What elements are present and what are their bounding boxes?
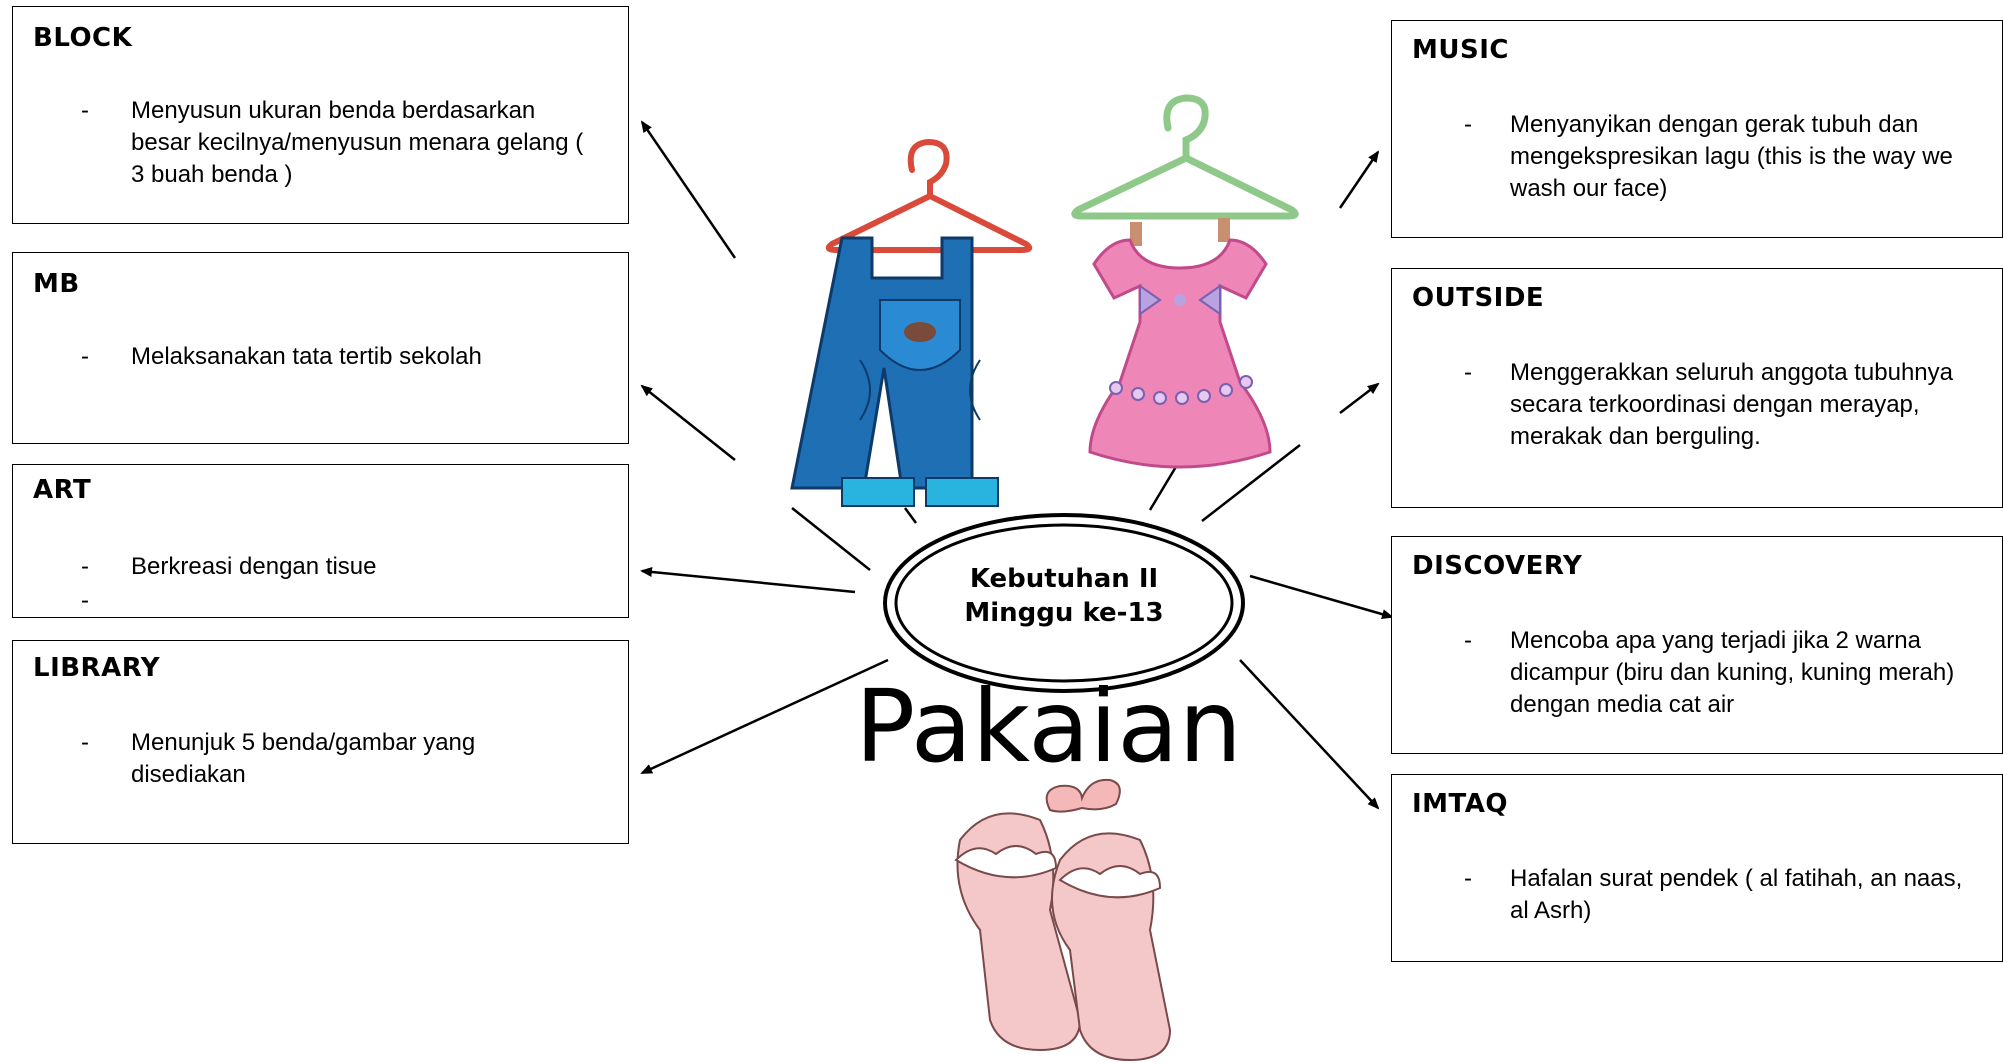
box-library-item: Menunjuk 5 benda/gambar yang disediakan: [131, 729, 476, 788]
bullet-dash: -: [1464, 359, 1472, 386]
box-art-item: Berkreasi dengan tisue: [131, 553, 377, 580]
box-music-title: MUSIC: [1412, 35, 1509, 65]
dress-hanger-icon: [1071, 94, 1299, 469]
box-music-item: Menyanyikan dengan gerak tubuh dan menge…: [1510, 111, 1953, 202]
bullet-dash: -: [81, 729, 89, 756]
line-to-ellipse-left: [791, 507, 871, 571]
box-discovery-title: DISCOVERY: [1412, 551, 1583, 581]
arrow-to-imtaq: [1239, 659, 1380, 810]
box-imtaq-title: IMTAQ: [1412, 789, 1508, 819]
baby-booties-icon: [954, 778, 1172, 1062]
box-art: ART - Berkreasi dengan tisue -: [12, 464, 629, 618]
line-from-overalls-to-ellipse: [903, 507, 918, 524]
overalls-hanger-icon: [790, 138, 1033, 507]
box-outside-title: OUTSIDE: [1412, 283, 1545, 313]
box-library-title: LIBRARY: [33, 653, 161, 683]
center-line2: Minggu ke-13: [964, 598, 1164, 628]
bullet-dash-empty: -: [81, 587, 89, 614]
box-outside: OUTSIDE - Menggerakkan seluruh anggota t…: [1391, 268, 2003, 508]
bullet-dash: -: [81, 553, 89, 580]
arrow-to-mb: [640, 384, 736, 461]
box-outside-item: Menggerakkan seluruh anggota tubuhnya se…: [1510, 359, 1953, 450]
bullet-dash: -: [1464, 865, 1472, 892]
arrow-to-discovery: [1249, 574, 1394, 620]
box-mb-item: Melaksanakan tata tertib sekolah: [131, 343, 482, 370]
box-library: LIBRARY - Menunjuk 5 benda/gambar yang d…: [12, 640, 629, 844]
box-art-title: ART: [33, 475, 92, 505]
box-music: MUSIC - Menyanyikan dengan gerak tubuh d…: [1391, 20, 2003, 238]
bullet-dash: -: [81, 97, 89, 124]
arrow-to-art: [640, 567, 856, 594]
box-block-item: Menyusun ukuran benda berdasarkan besar …: [131, 97, 584, 188]
center-ellipse: [883, 513, 1245, 693]
main-title: Pakaian: [855, 668, 1242, 785]
box-imtaq-item: Hafalan surat pendek ( al fatihah, an na…: [1510, 865, 1963, 924]
arrow-to-outside: [1339, 382, 1380, 414]
box-mb: MB - Melaksanakan tata tertib sekolah: [12, 252, 629, 444]
line-from-right-to-ellipse: [1201, 444, 1301, 522]
line-to-ellipse-top-right-1: [1150, 508, 1203, 522]
bullet-dash: -: [1464, 627, 1472, 654]
box-mb-title: MB: [33, 269, 80, 299]
box-block-title: BLOCK: [33, 23, 133, 53]
box-discovery-item: Mencoba apa yang terjadi jika 2 warna di…: [1510, 627, 1955, 718]
arrow-to-music: [1338, 150, 1380, 209]
box-block: BLOCK - Menyusun ukuran benda berdasarka…: [12, 6, 629, 224]
box-imtaq: IMTAQ - Hafalan surat pendek ( al fatiha…: [1391, 774, 2003, 962]
bullet-dash: -: [81, 343, 89, 370]
arrow-to-library: [640, 658, 889, 775]
bullet-dash: -: [1464, 111, 1472, 138]
arrow-to-block: [640, 120, 737, 259]
box-discovery: DISCOVERY - Mencoba apa yang terjadi jik…: [1391, 536, 2003, 754]
center-label: Kebutuhan II Minggu ke-13: [944, 562, 1184, 630]
center-line1: Kebutuhan II: [969, 564, 1159, 594]
